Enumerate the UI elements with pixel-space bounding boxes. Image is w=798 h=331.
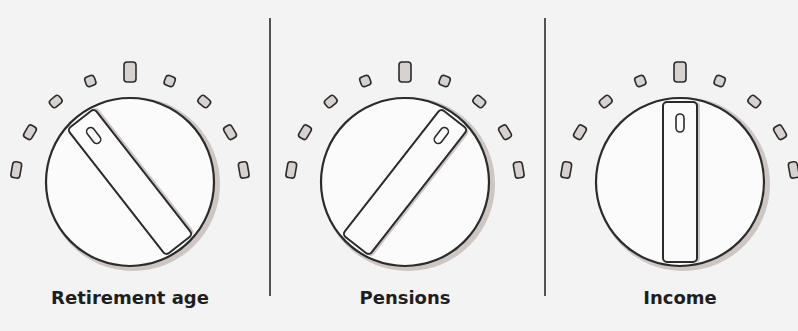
knob-body: [46, 97, 220, 271]
knob-label: Pensions: [360, 286, 451, 310]
knob-label: Income: [643, 286, 717, 310]
knob-body: [321, 97, 495, 271]
dial-knob: [285, 62, 524, 271]
knob-body: [596, 97, 770, 271]
dial-knob: [560, 62, 798, 271]
knob-label: Retirement age: [51, 286, 209, 310]
knob-handle: [663, 102, 700, 262]
dial-knob: [10, 62, 249, 271]
divider-line: [269, 18, 271, 296]
knob-handle: [342, 108, 470, 257]
knob-handle: [67, 107, 195, 256]
divider-line: [544, 18, 546, 296]
